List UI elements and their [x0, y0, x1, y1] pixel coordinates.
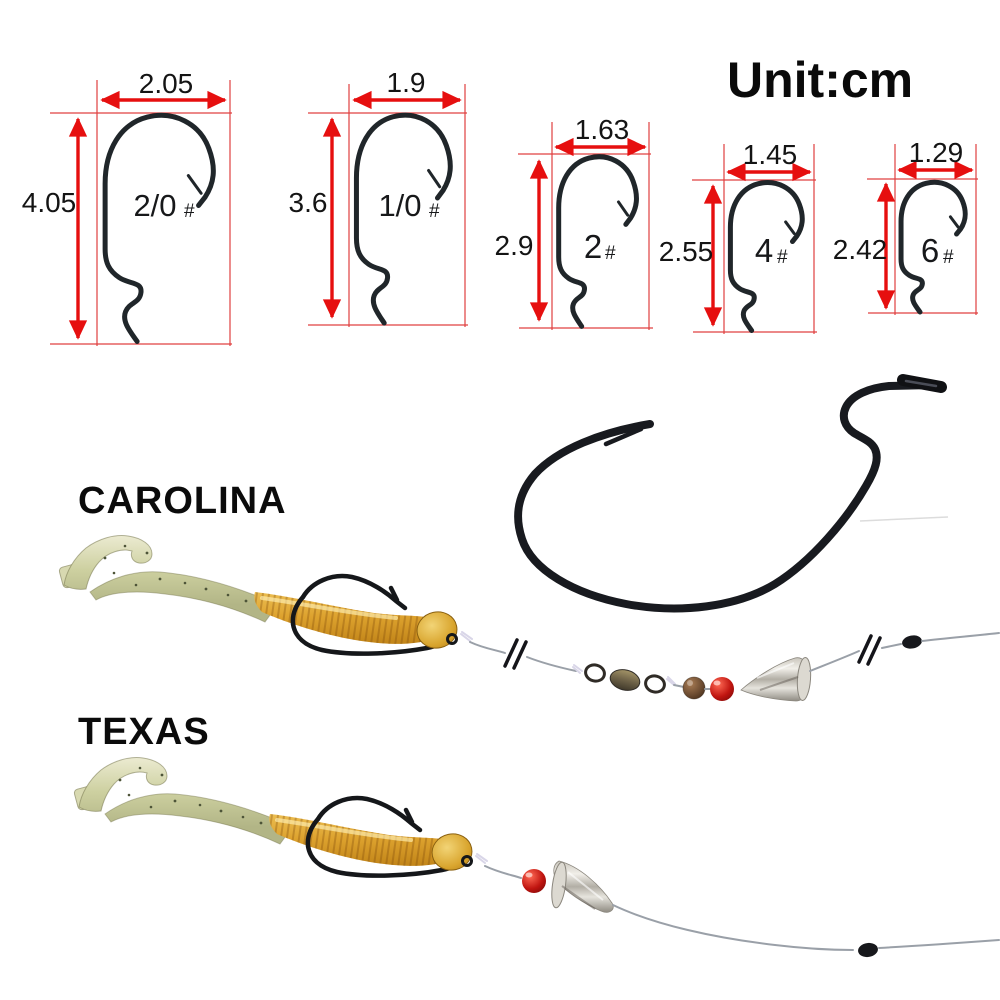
- red-bead: [522, 869, 546, 893]
- worm-lure-on-hook: [74, 758, 487, 876]
- swivel-ring: [644, 674, 666, 694]
- weight-shine: [756, 662, 795, 679]
- unit-label: Unit:cm: [727, 52, 913, 108]
- hook-size-label: 1/0: [378, 188, 421, 223]
- hook-wire: [514, 381, 938, 613]
- hook-outline: [105, 115, 213, 341]
- worm-curly-tail: [63, 535, 153, 590]
- fishing-line: [673, 684, 685, 688]
- hook-size-label: 6: [921, 232, 939, 269]
- fishing-line: [612, 904, 854, 951]
- bead-highlight: [525, 872, 533, 878]
- worm-speckles: [103, 544, 248, 603]
- bullet-weight-base: [796, 657, 812, 701]
- width-value: 1.29: [909, 137, 964, 168]
- photo-scratch: [859, 516, 949, 522]
- fishing-line: [809, 650, 860, 672]
- large-hook-photo: [514, 374, 949, 613]
- line-break-icon: [503, 638, 528, 670]
- height-value: 2.42: [833, 234, 888, 265]
- carolina-label: CAROLINA: [78, 480, 287, 522]
- swivel-ring: [584, 663, 606, 683]
- worm-lure-on-hook: [58, 535, 473, 656]
- rig-hook-point: [300, 573, 408, 611]
- hook-eye-highlight: [904, 379, 938, 388]
- line-knot: [460, 631, 473, 642]
- fishing-line: [881, 643, 902, 649]
- bead-highlight: [687, 680, 693, 686]
- bullet-weight-base: [551, 861, 567, 909]
- weight-shade: [759, 676, 799, 691]
- width-value: 1.9: [387, 67, 426, 98]
- worm-tail-ribbon: [89, 571, 274, 623]
- bobber-stop: [858, 942, 878, 958]
- carolina-rig: CAROLINA: [58, 480, 1000, 702]
- height-value: 4.05: [22, 187, 77, 218]
- barrel-swivel: [609, 669, 641, 691]
- hook-barb: [603, 426, 644, 447]
- weight-shine: [567, 871, 604, 901]
- hook-size-label: 4: [755, 232, 773, 269]
- hook-size-suffix: #: [429, 201, 440, 222]
- height-value: 2.9: [495, 230, 534, 261]
- rig-hook-barb: [388, 585, 400, 603]
- height-value: 3.6: [289, 187, 328, 218]
- width-value: 2.05: [139, 68, 194, 99]
- hook-size-label: 2: [584, 228, 602, 265]
- bead-highlight: [713, 680, 721, 686]
- fishing-line: [878, 939, 1000, 949]
- hook-size-diagram-2: 1.63 2.9 2 #: [495, 114, 653, 330]
- red-bead: [710, 677, 734, 701]
- hook-size-diagram-6: 1.29 2.42 6 #: [833, 137, 978, 315]
- hook-size-suffix: #: [605, 243, 616, 264]
- fishing-line: [469, 641, 506, 654]
- line-knot: [572, 664, 583, 674]
- width-value: 1.45: [743, 139, 798, 170]
- fishing-line: [526, 656, 577, 672]
- texas-label: TEXAS: [78, 711, 210, 753]
- hook-size-suffix: #: [777, 247, 788, 268]
- height-value: 2.55: [659, 236, 714, 267]
- rig-hook-eye: [446, 633, 458, 645]
- weight-shade: [561, 885, 596, 910]
- worm-head-collar: [416, 611, 458, 649]
- bobber-stop: [902, 635, 922, 649]
- line-knot: [666, 676, 676, 686]
- worm-body-highlight: [260, 596, 398, 620]
- line-break-icon: [857, 634, 882, 666]
- fishing-line: [921, 632, 1000, 642]
- hook-size-diagram-1-0: 1.9 3.6 1/0 #: [289, 67, 468, 327]
- fishing-line: [484, 865, 522, 879]
- brown-bead: [682, 676, 706, 700]
- hook-size-suffix: #: [943, 247, 954, 268]
- hook-size-diagram-4: 1.45 2.55 4 #: [659, 139, 817, 334]
- width-value: 1.63: [575, 114, 630, 145]
- texas-rig: TEXAS: [74, 711, 1000, 958]
- hook-size-diagram-2-0: 2.05 4.05 2/0 #: [22, 68, 232, 346]
- hook-size-suffix: #: [184, 201, 195, 222]
- hook-size-label: 2/0: [133, 188, 176, 223]
